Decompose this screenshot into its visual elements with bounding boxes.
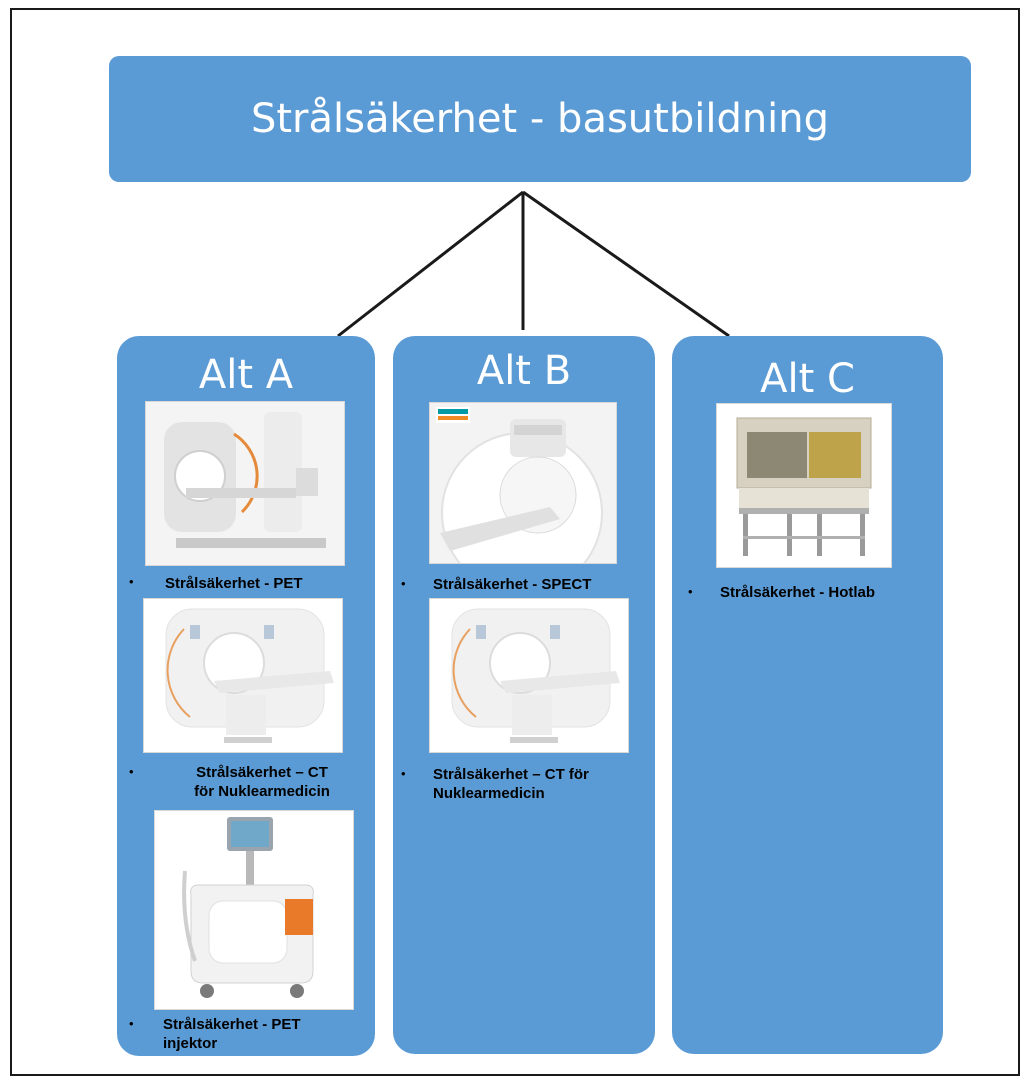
item-label-line2: för Nuklearmedicin (194, 783, 330, 800)
item-label: Strålsäkerhet - PET injektor (163, 1015, 368, 1053)
bullet: • (401, 766, 406, 781)
pet-ct-scanner-image (145, 401, 345, 566)
item-label: Strålsäkerhet – CT för Nuklearmedicin (433, 765, 648, 803)
column-alt-a: Alt A • Strålsäkerhet - PET • Strå (117, 336, 375, 1056)
item-label: Strålsäkerhet - PET (165, 575, 303, 592)
spect-scanner-image (429, 402, 617, 564)
bullet: • (129, 764, 134, 779)
bullet: • (688, 584, 693, 599)
bullet: • (401, 576, 406, 591)
ct-scanner-image (429, 598, 629, 753)
item-label-line2: Nuklearmedicin (433, 785, 545, 802)
ct-scanner-image (143, 598, 343, 753)
bullet: • (129, 574, 134, 589)
column-title: Alt B (476, 348, 572, 394)
title-text: Strålsäkerhet - basutbildning (250, 96, 830, 142)
item-label-line2: injektor (163, 1035, 218, 1052)
bullet: • (129, 1016, 134, 1031)
pet-injector-image (154, 810, 354, 1010)
title-box: Strålsäkerhet - basutbildning (109, 56, 971, 182)
column-alt-c: Alt C • Strålsäkerhet - Hotlab (672, 336, 943, 1054)
item-label-line1: Strålsäkerhet – CT för (433, 766, 589, 783)
column-alt-b: Alt B • Strålsäkerhet - SPECT • (393, 336, 655, 1054)
hotlab-fume-hood-image (716, 403, 892, 568)
column-title: Alt A (198, 352, 294, 398)
item-label: Strålsäkerhet - SPECT (433, 576, 592, 593)
item-label: Strålsäkerhet – CT för Nuklearmedicin (157, 763, 367, 801)
column-title: Alt C (760, 356, 855, 402)
item-label-line1: Strålsäkerhet - PET (163, 1016, 301, 1033)
item-label: Strålsäkerhet - Hotlab (720, 584, 876, 601)
item-label-line1: Strålsäkerhet – CT (196, 764, 328, 781)
